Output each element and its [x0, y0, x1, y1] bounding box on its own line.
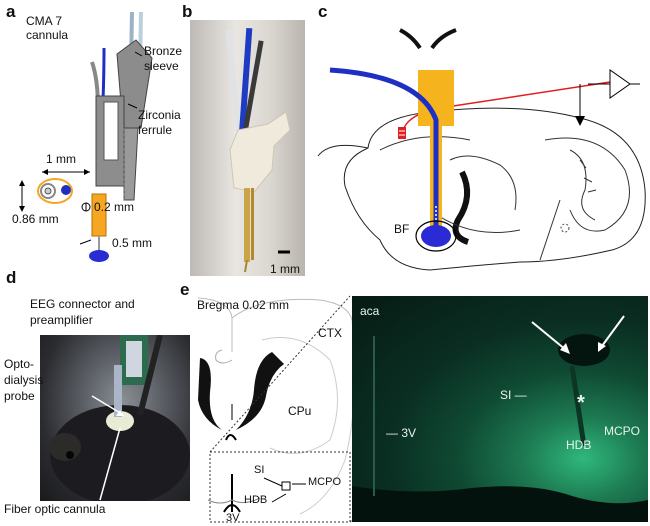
- asterisk-marker: *: [577, 392, 585, 414]
- dia2-label: 0.5 mm: [112, 236, 153, 250]
- width-label: 1 mm: [46, 152, 76, 166]
- fluorescence-micrograph: [352, 296, 648, 522]
- opto-dialysis-label: Opto- dialysis probe: [4, 357, 44, 403]
- eeg-connector-label: EEG connector and preamplifier: [30, 297, 135, 327]
- mcpo-micro-label: MCPO: [604, 424, 640, 438]
- ctx-label: CTX: [318, 326, 342, 340]
- fiber-optic-label: Fiber optic cannula: [4, 502, 106, 516]
- hdb-atlas-label: HDB: [244, 494, 268, 506]
- panel-label-a: a: [6, 2, 16, 21]
- cpu-label: CPu: [288, 404, 312, 418]
- hdb-micro-label: HDB: [566, 438, 592, 452]
- panel-label-e: e: [180, 280, 190, 299]
- panel-label-b: b: [182, 2, 193, 21]
- mouse-photo: [40, 335, 190, 501]
- bf-label: BF: [394, 222, 410, 236]
- 3v-atlas-label: 3V: [226, 512, 240, 524]
- panel-label-c: c: [318, 2, 328, 21]
- photo-scale-label: 1 mm: [270, 262, 300, 276]
- height-label: 0.86 mm: [12, 212, 59, 226]
- cannula-label: CMA 7 cannula: [26, 14, 69, 42]
- bronze-sleeve-label: Bronze sleeve: [144, 44, 183, 73]
- si-micro-label: SI —: [500, 388, 527, 402]
- si-atlas-label: SI: [254, 464, 265, 476]
- dia1-label: 0.2 mm: [94, 200, 135, 214]
- panel-label-d: d: [6, 268, 17, 287]
- bregma-label: Bregma 0.02 mm: [197, 298, 290, 312]
- zirconia-ferrule-label: Zirconia ferrule: [138, 108, 181, 137]
- probe-photo: [190, 20, 305, 276]
- aca-label: aca: [360, 304, 380, 318]
- mcpo-atlas-label: MCPO: [308, 476, 341, 488]
- 3v-micro-label: — 3V: [386, 426, 417, 440]
